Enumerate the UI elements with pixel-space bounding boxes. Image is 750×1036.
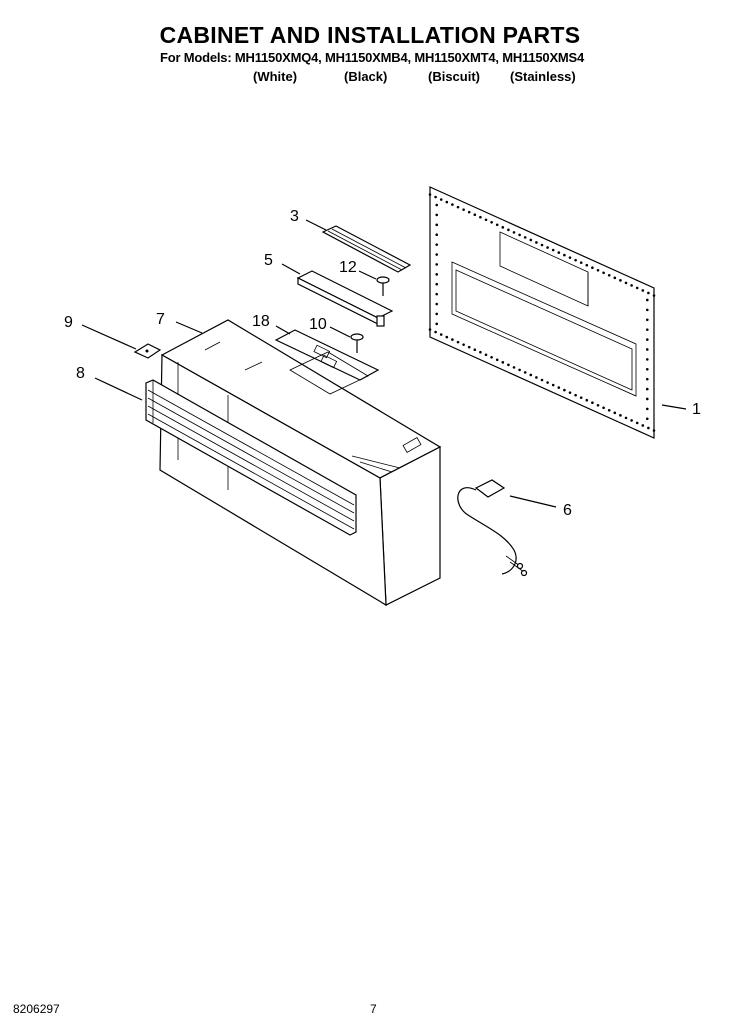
- callout-1: 1: [692, 401, 701, 418]
- screw-part-12: [376, 276, 390, 296]
- page-title: CABINET AND INSTALLATION PARTS: [159, 22, 581, 48]
- color-white: (White): [253, 69, 298, 84]
- color-stainless: (Stainless): [510, 69, 576, 84]
- page-number: 7: [370, 1002, 377, 1016]
- callout-5: 5: [264, 252, 273, 269]
- callout-3: 3: [290, 208, 299, 225]
- callout-10: 10: [309, 316, 327, 333]
- callout-9: 9: [64, 314, 73, 331]
- screw-part-10: [350, 333, 364, 353]
- vent-grille-part-8: [145, 379, 357, 536]
- cabinet-part-7: [159, 319, 442, 607]
- model-list: For Models: MH1150XMQ4, MH1150XMB4, MH11…: [160, 50, 585, 65]
- document-number: 8206297: [13, 1002, 60, 1016]
- callout-18: 18: [252, 313, 270, 330]
- bracket-strip-part-3: [321, 225, 412, 273]
- callout-leader-lines: [81, 219, 687, 508]
- callout-12: 12: [339, 259, 357, 276]
- color-black: (Black): [344, 69, 388, 84]
- wire-harness-part-6: [457, 479, 528, 577]
- channel-bracket-part-5: [296, 270, 394, 327]
- callout-7: 7: [156, 311, 165, 328]
- callout-6: 6: [563, 502, 572, 519]
- color-biscuit: (Biscuit): [428, 69, 480, 84]
- callout-8: 8: [76, 365, 85, 382]
- clip-part-9: [133, 343, 162, 359]
- mounting-plate-part-1: [428, 186, 656, 439]
